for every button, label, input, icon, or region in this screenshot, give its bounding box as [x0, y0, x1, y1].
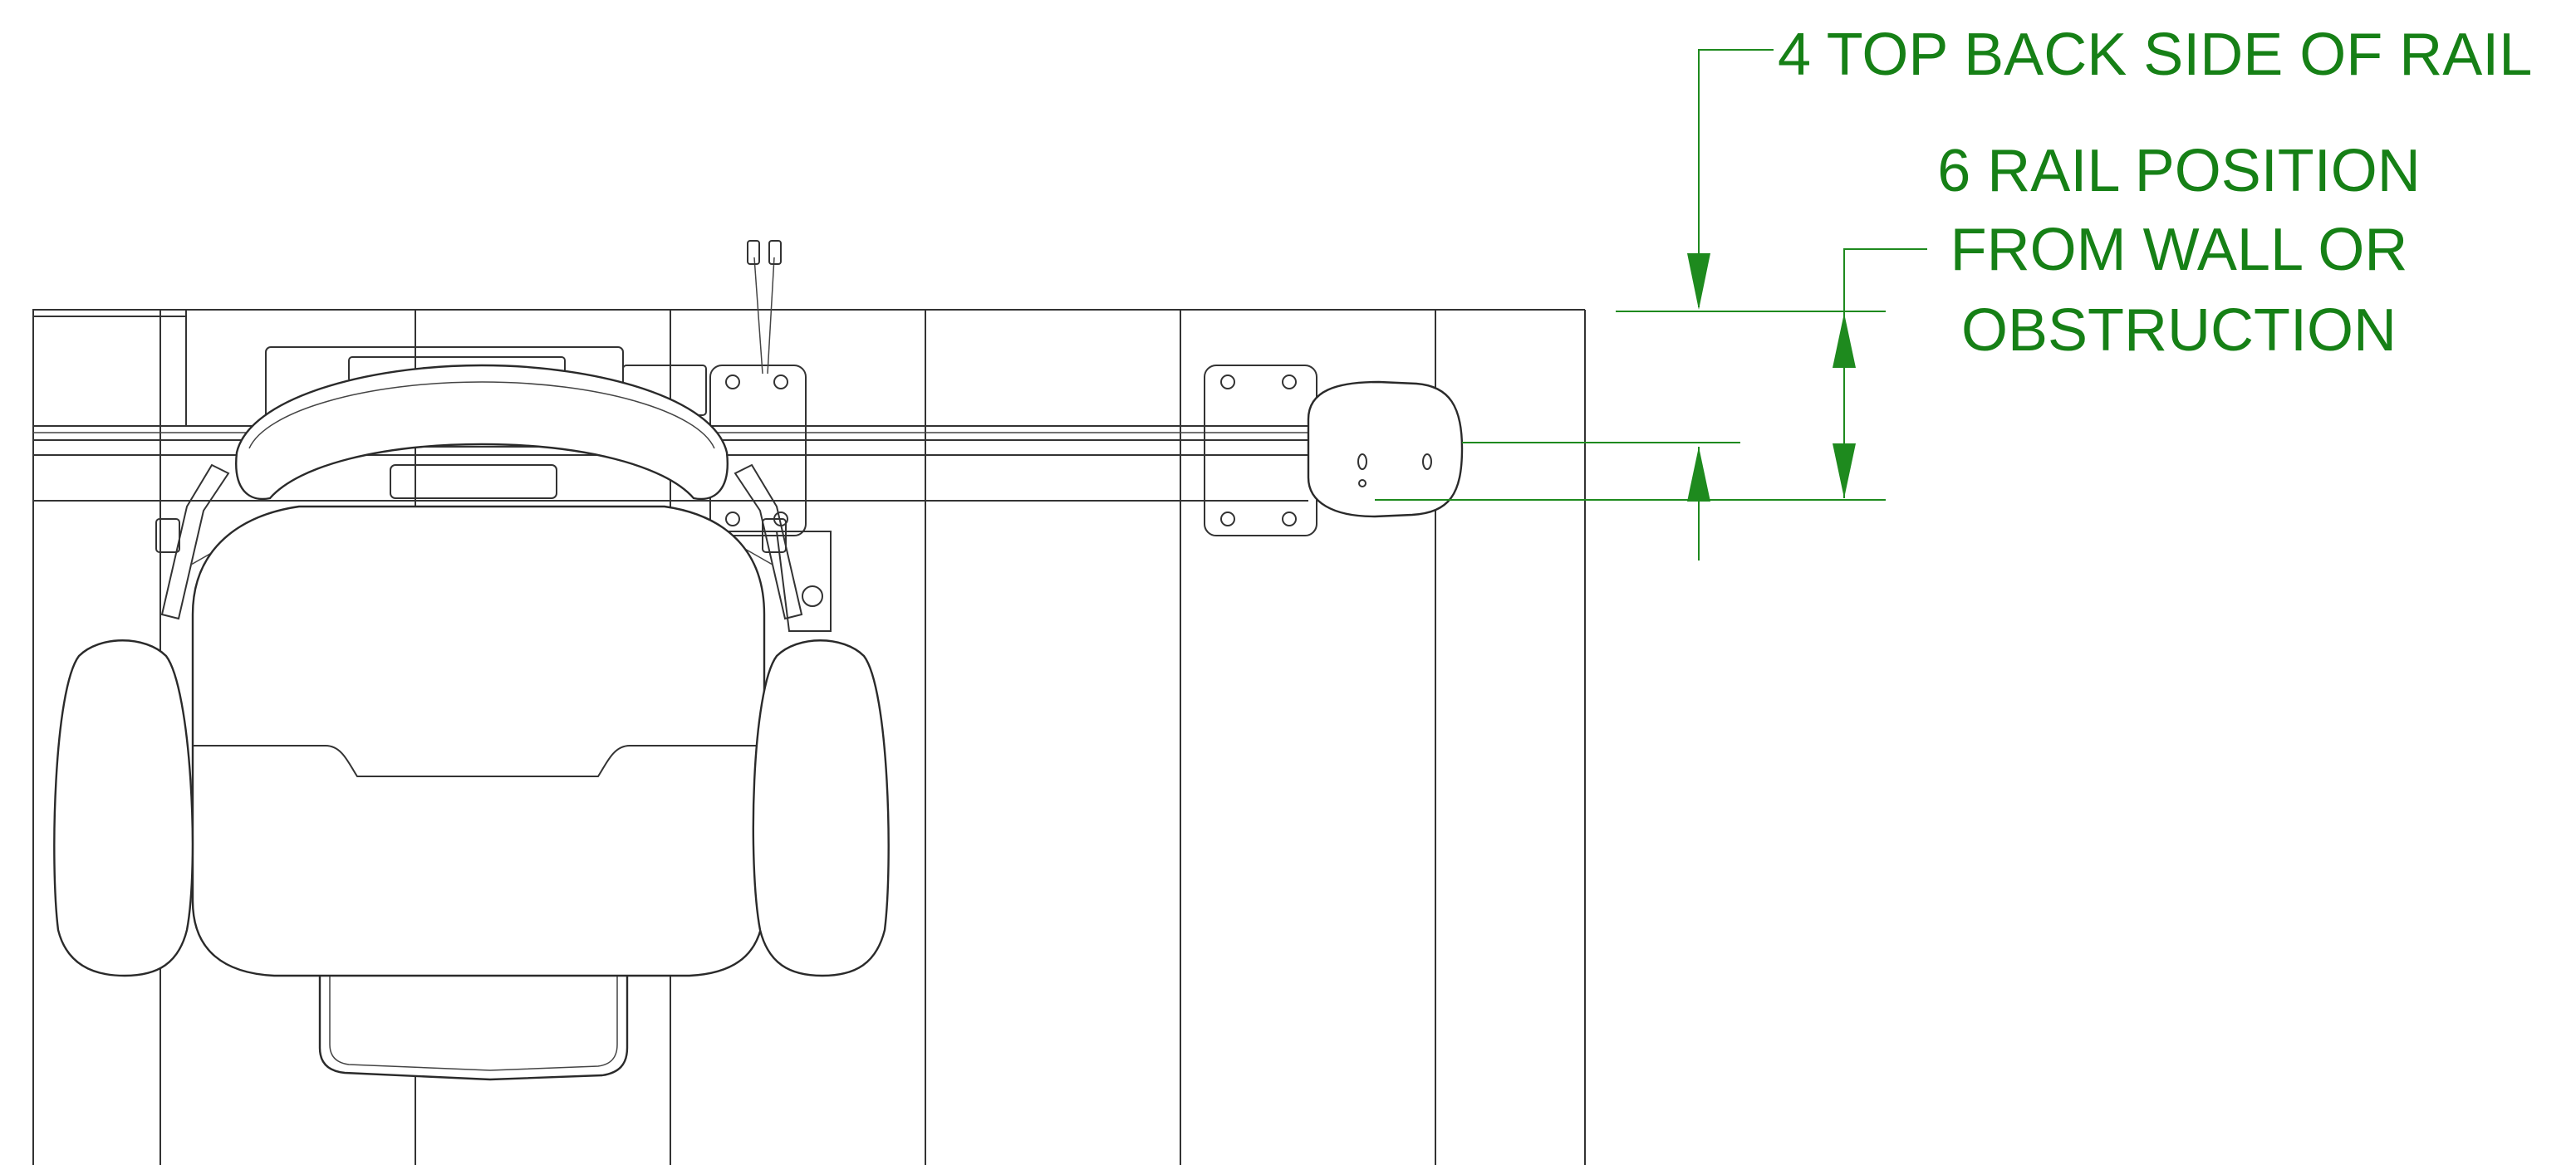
seat-backrest [235, 364, 729, 501]
label-rail-position-line1: 6 RAIL POSITION [1937, 138, 2420, 204]
dimension-top-back [1462, 49, 1774, 560]
footrest-plate [318, 962, 629, 1081]
armrest-right-body [752, 639, 890, 977]
end-bracket [32, 309, 187, 427]
label-rail-position-line2: FROM WALL OR [1950, 217, 2408, 283]
seat-cushion [191, 505, 766, 977]
seat-front-edge [193, 745, 764, 777]
arrow-down-icon [1833, 443, 1856, 498]
arrow-up-icon [1687, 447, 1710, 502]
label-top-back-side-of-rail: 4 TOP BACK SIDE OF RAIL [1778, 22, 2532, 88]
seat-cushion-body [191, 505, 766, 977]
power-cable [747, 240, 782, 374]
footrest [318, 962, 629, 1081]
leader-top-back [1698, 49, 1774, 307]
armrest-left-body [53, 639, 194, 977]
rail-end-cap [1307, 380, 1464, 518]
mount-plate [1204, 365, 1317, 536]
armrest-right [752, 639, 890, 977]
arrow-up-icon [1833, 313, 1856, 368]
dimension-rail-position [1375, 248, 1927, 501]
bracket-box [32, 309, 187, 427]
armrest-left [53, 639, 194, 977]
arrow-down-icon [1687, 253, 1710, 310]
end-cap-body [1307, 380, 1464, 518]
wall-mount-plate-2 [1204, 365, 1317, 536]
label-rail-position-line3: OBSTRUCTION [1961, 297, 2397, 364]
backrest-body [235, 364, 729, 501]
leader-rail-position [1843, 248, 1927, 498]
